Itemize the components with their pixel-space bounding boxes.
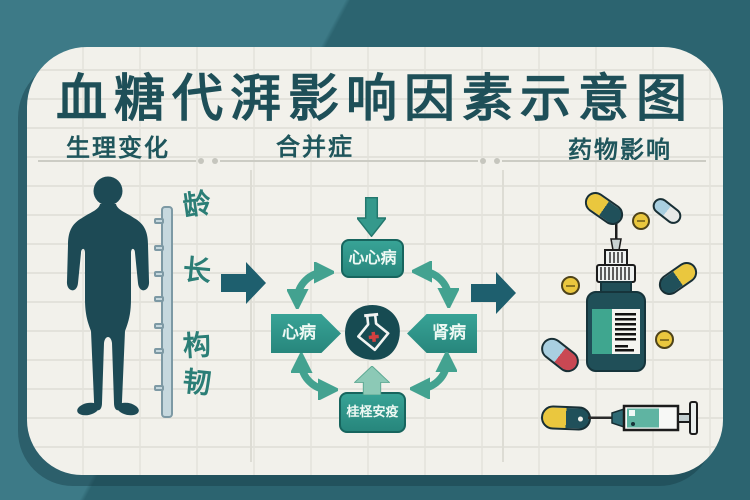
ruler-label: 龄: [180, 186, 214, 223]
page-title: 血糖代湃影响因素示意图: [55, 70, 694, 129]
underline-dot: [494, 158, 500, 164]
cycle-arrow-icon: [410, 352, 457, 399]
up-arrow-icon: [354, 366, 390, 395]
cycle-arrow-icon: [287, 262, 334, 309]
ruler-tick: [154, 271, 164, 277]
column-divider: [250, 170, 252, 462]
ruler-label: 长: [181, 252, 213, 289]
down-arrow-icon: [357, 197, 386, 237]
tablet-pill-icon: [561, 276, 580, 295]
cycle-node-top: 心心病: [341, 239, 404, 278]
section-title-physiology: 生理变化: [66, 134, 170, 162]
ruler-tick: [154, 296, 164, 302]
ruler-tick: [154, 323, 164, 329]
ruler-label: 构: [181, 328, 213, 363]
ruler-tick: [154, 348, 164, 354]
section-title-medication: 药物影响: [568, 136, 672, 164]
ruler-tick: [154, 385, 164, 391]
cycle-node-bottom: 桂柽安疫: [339, 392, 406, 433]
underline-dot: [198, 158, 204, 164]
underline-dot: [480, 158, 486, 164]
flask-glyph: [356, 312, 389, 351]
section-underline-physiology: [38, 160, 196, 162]
capsule-highlight: [577, 415, 584, 422]
syringe-icon: [588, 401, 698, 435]
section-underline-medication: [502, 160, 706, 162]
tablet-pill-icon: [655, 330, 674, 349]
blood-flask-icon: [342, 302, 403, 363]
tablet-pill-icon: [632, 212, 650, 230]
cycle-arrow-icon: [412, 261, 459, 308]
ruler-tick: [154, 218, 164, 224]
flow-arrow-icon: [221, 262, 266, 304]
underline-dot: [212, 158, 218, 164]
section-underline-comorbidity: [220, 160, 478, 162]
ruler-label: 韧: [181, 364, 213, 401]
cycle-arrow-icon: [291, 353, 338, 400]
flow-arrow-icon: [471, 272, 516, 314]
medicine-bottle-icon: [586, 219, 646, 372]
capsule-pill-icon: [540, 405, 592, 431]
section-title-comorbidity: 合并症: [276, 133, 354, 161]
growth-ruler-icon: [154, 206, 173, 418]
column-divider: [502, 170, 504, 462]
human-silhouette-icon: [66, 176, 150, 416]
ruler-tick: [154, 245, 164, 251]
